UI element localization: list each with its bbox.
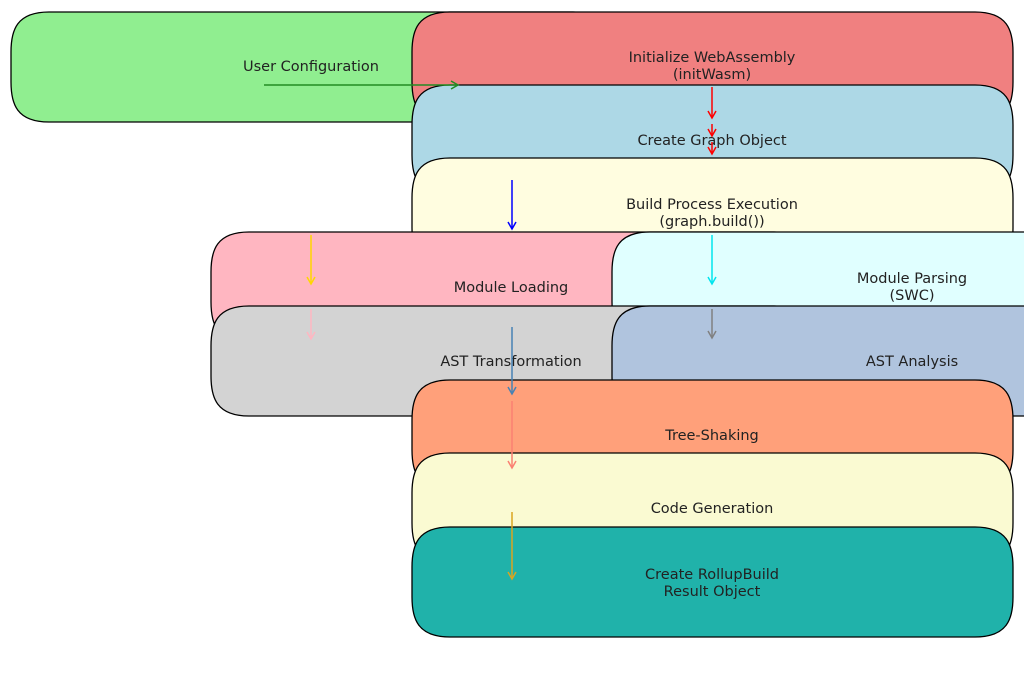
node-box <box>411 526 1014 638</box>
edge-module-parsing-to-ast-analysis <box>707 235 717 286</box>
node-label-line: (graph.build()) <box>659 214 764 230</box>
node-label-module-loading: Module Loading <box>454 280 569 296</box>
arrowhead-icon <box>707 276 717 286</box>
node-label-line: Create Graph Object <box>637 133 786 149</box>
node-label-line: AST Transformation <box>440 354 581 370</box>
arrowhead-icon <box>306 331 316 341</box>
node-label-line: Code Generation <box>651 501 774 517</box>
node-label-init-wasm: Initialize WebAssembly(initWasm) <box>629 50 796 83</box>
edge-ast-analysis-to-tree-shaking <box>707 309 717 340</box>
node-label-code-generation: Code Generation <box>651 501 774 517</box>
node-label-tree-shaking: Tree-Shaking <box>664 428 759 444</box>
arrowhead-icon <box>306 276 316 286</box>
arrowhead-icon <box>707 128 717 138</box>
node-label-line: (initWasm) <box>673 67 751 83</box>
arrowhead-icon <box>507 221 517 231</box>
edge-ast-transformation-to-tree-shaking <box>507 327 517 396</box>
node-label-module-parsing: Module Parsing(SWC) <box>857 271 967 304</box>
arrowhead-icon <box>507 386 517 396</box>
arrowhead-icon <box>707 146 717 156</box>
edge-build-process-to-module-loading <box>507 180 517 231</box>
edge-user-config-to-init-wasm <box>264 80 460 90</box>
node-label-user-config: User Configuration <box>243 59 379 75</box>
edge-init-wasm-to-create-graph <box>707 87 717 120</box>
node-label-line: User Configuration <box>243 59 379 75</box>
arrowhead-icon <box>507 460 517 470</box>
node-label-ast-analysis: AST Analysis <box>866 354 958 370</box>
arrowhead-icon <box>450 80 460 90</box>
edge-ast-transformation-to-tree-shaking <box>306 309 316 341</box>
node-label-ast-transformation: AST Transformation <box>440 354 581 370</box>
node-label-line: Initialize WebAssembly <box>629 50 796 66</box>
edge-create-graph-to-build-process <box>707 124 717 138</box>
edge-tree-shaking-to-code-generation <box>507 401 517 470</box>
edge-code-generation-to-create-result <box>507 512 517 581</box>
node-label-line: Module Parsing <box>857 271 967 287</box>
arrowhead-icon <box>707 330 717 340</box>
node-create-result <box>411 526 1014 638</box>
node-label-line: Tree-Shaking <box>664 428 759 444</box>
node-label-line: (SWC) <box>890 288 935 304</box>
node-label-line: Build Process Execution <box>626 197 798 213</box>
node-label-build-process: Build Process Execution(graph.build()) <box>626 197 798 230</box>
node-label-line: Create RollupBuild <box>645 567 779 583</box>
arrowhead-icon <box>707 110 717 120</box>
node-label-line: Result Object <box>664 584 761 600</box>
arrowhead-icon <box>507 571 517 581</box>
node-label-line: Module Loading <box>454 280 569 296</box>
node-label-create-graph: Create Graph Object <box>637 133 786 149</box>
node-label-line: AST Analysis <box>866 354 958 370</box>
edge-create-graph-to-build-process <box>707 142 717 156</box>
edge-module-loading-to-ast-transformation <box>306 235 316 286</box>
